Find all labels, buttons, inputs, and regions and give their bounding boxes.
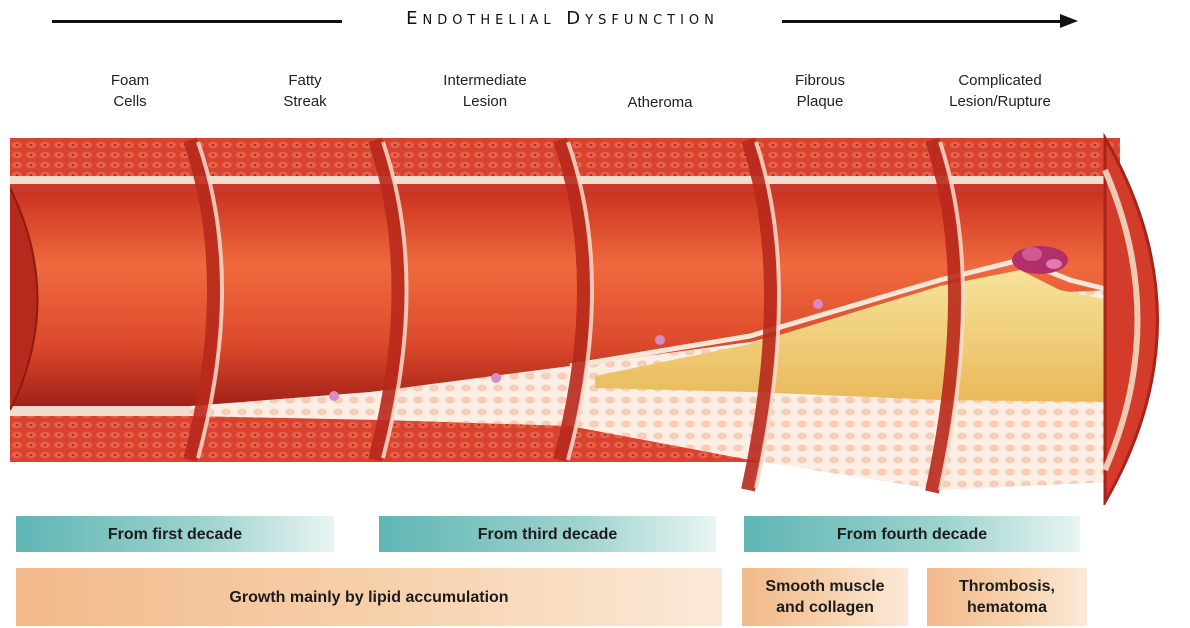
growth-thrombosis: Thrombosis, hematoma bbox=[927, 568, 1087, 626]
stage-label-fibrous-plaque: Fibrous Plaque bbox=[760, 70, 880, 112]
stage-label-atheroma: Atheroma bbox=[600, 92, 720, 113]
stage-label-fatty-streak: Fatty Streak bbox=[245, 70, 365, 112]
monocyte bbox=[329, 391, 339, 401]
growth-smooth-muscle: Smooth muscle and collagen bbox=[742, 568, 908, 626]
stage-label-complicated-lesion: Complicated Lesion/Rupture bbox=[925, 70, 1075, 112]
diagram-title: Endothelial Dysfunction bbox=[345, 8, 780, 29]
onset-first-decade: From first decade bbox=[16, 516, 334, 552]
arrow-right-icon bbox=[1060, 14, 1078, 28]
growth-lipid-accumulation: Growth mainly by lipid accumulation bbox=[16, 568, 722, 626]
monocyte bbox=[813, 299, 823, 309]
stage-label-intermediate-lesion: Intermediate Lesion bbox=[415, 70, 555, 112]
monocyte bbox=[655, 335, 665, 345]
header-line-right bbox=[782, 20, 1064, 23]
artery-illustration bbox=[10, 130, 1190, 505]
onset-third-decade: From third decade bbox=[379, 516, 716, 552]
stage-label-foam-cells: Foam Cells bbox=[70, 70, 190, 112]
onset-fourth-decade: From fourth decade bbox=[744, 516, 1080, 552]
thrombus bbox=[1012, 246, 1068, 274]
monocyte bbox=[491, 373, 501, 383]
header-line-left bbox=[52, 20, 342, 23]
